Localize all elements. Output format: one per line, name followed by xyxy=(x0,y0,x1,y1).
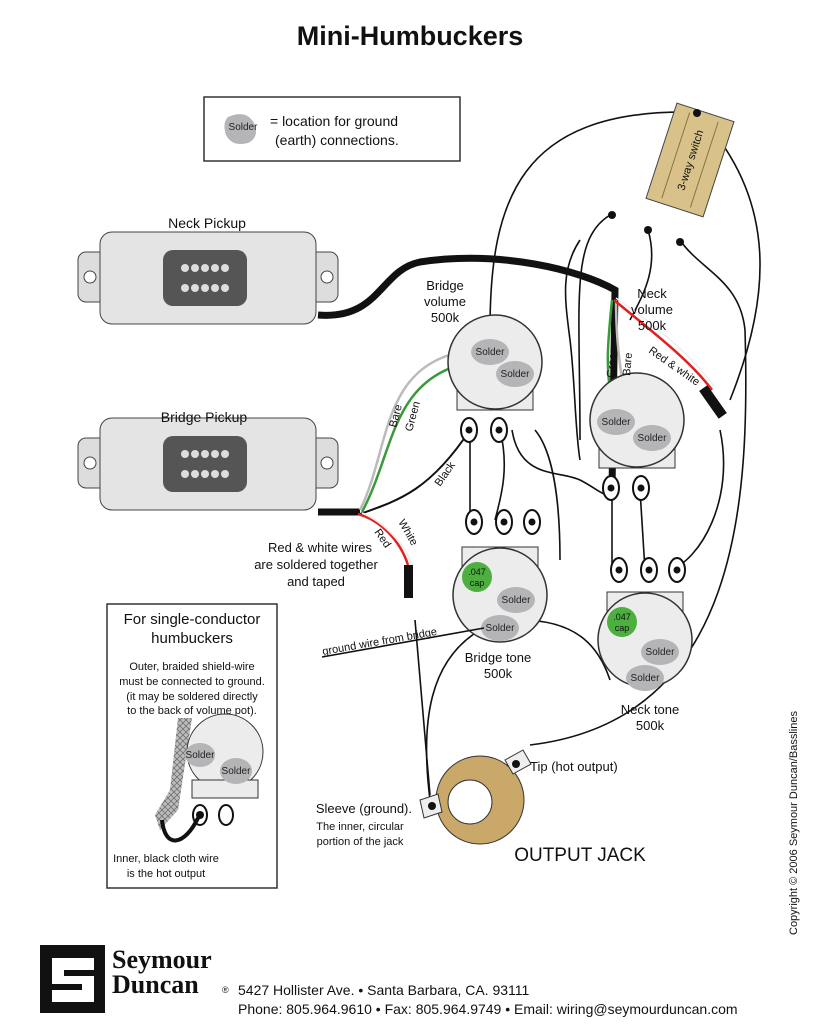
neck-pickup: Neck Pickup xyxy=(77,215,339,325)
svg-text:500k: 500k xyxy=(636,718,665,733)
svg-text:to the back of volume pot).: to the back of volume pot). xyxy=(127,705,257,717)
cap-label: .047 xyxy=(468,567,486,577)
solder-label: Solder xyxy=(501,369,531,380)
solder-blob xyxy=(641,639,679,665)
taped-wire-end xyxy=(404,565,413,598)
wires xyxy=(414,111,761,801)
solder-blob xyxy=(496,361,534,387)
svg-text:(it may be soldered directly: (it may be soldered directly xyxy=(126,691,258,703)
legend-line1: = location for ground xyxy=(270,113,398,129)
seymour-duncan-logo-icon xyxy=(163,436,247,492)
solder-blob xyxy=(481,615,519,641)
svg-text:humbuckers: humbuckers xyxy=(151,630,233,647)
svg-text:and taped: and taped xyxy=(287,574,345,589)
wire-label-bare: Bare xyxy=(387,403,405,429)
taped-note: Red & white wires are soldered together … xyxy=(254,540,378,589)
bridge-pickup-label: Bridge Pickup xyxy=(161,409,248,425)
solder-label: Solder xyxy=(486,623,516,634)
jack-inner-label-1: The inner, circular xyxy=(316,821,404,833)
solder-blob xyxy=(633,425,671,451)
footer: Seymour Duncan ® 5427 Hollister Ave. • S… xyxy=(40,945,738,1017)
ground-wire-label: ground wire from bridge xyxy=(321,626,437,658)
solder-blob xyxy=(597,409,635,435)
neck-tone-label: Neck tone 500k xyxy=(621,702,680,733)
svg-text:must be connected to ground.: must be connected to ground. xyxy=(119,676,265,688)
solder-blob xyxy=(626,665,664,691)
solder-label: Solder xyxy=(646,647,676,658)
svg-text:Red & white wires: Red & white wires xyxy=(268,540,373,555)
svg-text:is the hot output: is the hot output xyxy=(127,868,205,880)
svg-text:Bridge tone: Bridge tone xyxy=(465,650,532,665)
svg-text:500k: 500k xyxy=(484,666,513,681)
svg-text:volume: volume xyxy=(631,302,673,317)
bridge-volume-label: Bridge volume 500k xyxy=(424,278,466,325)
wire-label-bare-neck: Bare xyxy=(621,352,635,376)
output-jack-title: OUTPUT JACK xyxy=(514,845,646,866)
switch-lugs xyxy=(608,109,701,246)
wire-label-green-neck: Green xyxy=(605,347,620,379)
svg-text:Solder: Solder xyxy=(222,766,252,777)
copyright-text: Copyright © 2006 Seymour Duncan/Bassline… xyxy=(788,711,800,935)
svg-text:500k: 500k xyxy=(638,318,667,333)
svg-text:For single-conductor: For single-conductor xyxy=(124,611,261,628)
jack-inner-label-2: portion of the jack xyxy=(317,836,404,848)
output-jack xyxy=(419,749,532,845)
solder-label: Solder xyxy=(502,595,532,606)
neck-volume-label: Neck volume 500k xyxy=(631,286,673,333)
solder-label: Solder xyxy=(476,347,506,358)
capacitor-icon xyxy=(607,607,637,637)
svg-text:Neck: Neck xyxy=(637,286,667,301)
bridge-tone-label: Bridge tone 500k xyxy=(465,650,532,681)
neck-pickup-label: Neck Pickup xyxy=(168,215,246,231)
wire-label-black: Black xyxy=(433,459,459,488)
svg-text:volume: volume xyxy=(424,294,466,309)
legend-box: Solder = location for ground (earth) con… xyxy=(203,96,461,162)
brand-line1: Seymour xyxy=(112,945,212,974)
braided-shield-wire xyxy=(155,718,192,830)
svg-text:are soldered together: are soldered together xyxy=(254,557,378,572)
neck-pickup-cable xyxy=(317,254,619,491)
solder-blob xyxy=(497,587,535,613)
cap-label: cap xyxy=(615,623,630,633)
legend-solder-label: Solder xyxy=(229,122,259,133)
single-conductor-inset: For single-conductor humbuckers Outer, b… xyxy=(106,603,278,889)
solder-blob xyxy=(471,339,509,365)
legend-line2: (earth) connections. xyxy=(275,132,399,148)
svg-text:Outer, braided shield-wire: Outer, braided shield-wire xyxy=(129,661,254,673)
bridge-pickup: Bridge Pickup xyxy=(77,409,339,511)
jack-sleeve-label: Sleeve (ground). xyxy=(316,801,412,816)
solder-label: Solder xyxy=(631,673,661,684)
jack-tip-label: Tip (hot output) xyxy=(530,759,618,774)
page-title: Mini-Humbuckers xyxy=(297,21,524,51)
svg-text:Inner, black cloth wire: Inner, black cloth wire xyxy=(113,853,219,865)
cap-label: cap xyxy=(470,578,485,588)
svg-text:Solder: Solder xyxy=(186,750,216,761)
taped-wire-end-neck xyxy=(699,385,727,419)
capacitor-icon xyxy=(462,562,492,592)
three-way-switch: 3-way switch xyxy=(645,102,735,218)
footer-contact: Phone: 805.964.9610 • Fax: 805.964.9749 … xyxy=(238,1001,738,1017)
seymour-duncan-logo-icon xyxy=(163,250,247,306)
svg-text:Bridge: Bridge xyxy=(426,278,464,293)
cap-label: .047 xyxy=(613,612,631,622)
solder-blob-icon xyxy=(224,114,256,144)
registered-mark: ® xyxy=(222,985,229,995)
footer-address: 5427 Hollister Ave. • Santa Barbara, CA.… xyxy=(238,982,530,998)
solder-label: Solder xyxy=(602,417,632,428)
solder-label: Solder xyxy=(638,433,668,444)
svg-text:Neck tone: Neck tone xyxy=(621,702,680,717)
svg-text:500k: 500k xyxy=(431,310,460,325)
brand-line2: Duncan xyxy=(112,970,199,999)
